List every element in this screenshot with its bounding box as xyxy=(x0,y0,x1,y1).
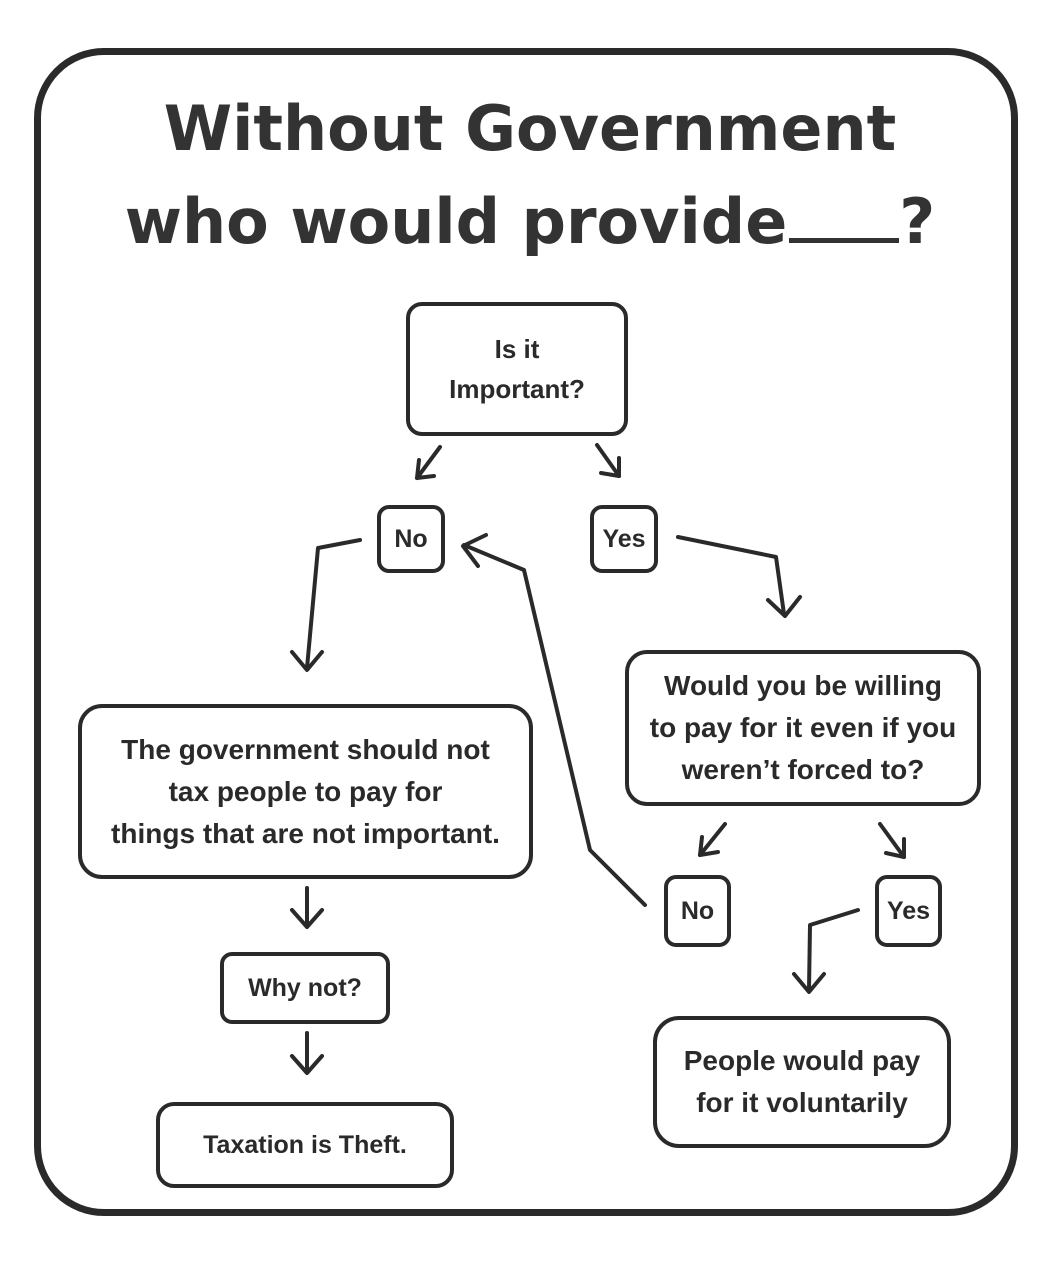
node-government-should-not-tax: The government should not tax people to … xyxy=(78,704,533,879)
node-yes-willing: Yes xyxy=(875,875,942,947)
node-is-it-important: Is it Important? xyxy=(406,302,628,436)
node-why-not: Why not? xyxy=(220,952,390,1024)
node-willing-to-pay: Would you be willing to pay for it even … xyxy=(625,650,981,806)
arrow-yes-to-willing xyxy=(676,535,802,618)
arrow-important-to-no xyxy=(415,445,442,480)
node-people-pay-voluntarily: People would pay for it voluntarily xyxy=(653,1016,951,1148)
node-no-not-willing: No xyxy=(664,875,731,947)
node-yes-important: Yes xyxy=(590,505,658,573)
title-line-2: who would provide? xyxy=(60,186,1000,258)
title-question-mark: ? xyxy=(899,185,936,258)
arrow-important-to-yes xyxy=(595,443,621,478)
arrow-why-not-to-taxation xyxy=(290,1031,324,1075)
arrow-no-to-government xyxy=(290,538,362,672)
arrow-government-to-why-not xyxy=(290,886,324,929)
arrow-no-back-to-no xyxy=(461,533,647,907)
arrow-yes-to-voluntarily xyxy=(792,908,860,994)
title-line-2-text: who would provide xyxy=(124,185,788,258)
title-blank xyxy=(789,186,900,243)
node-no-not-important: No xyxy=(377,505,445,573)
title-line-1: Without Government xyxy=(163,92,897,165)
arrow-willing-to-no xyxy=(698,822,727,857)
node-taxation-is-theft: Taxation is Theft. xyxy=(156,1102,454,1188)
arrow-willing-to-yes xyxy=(878,822,906,859)
